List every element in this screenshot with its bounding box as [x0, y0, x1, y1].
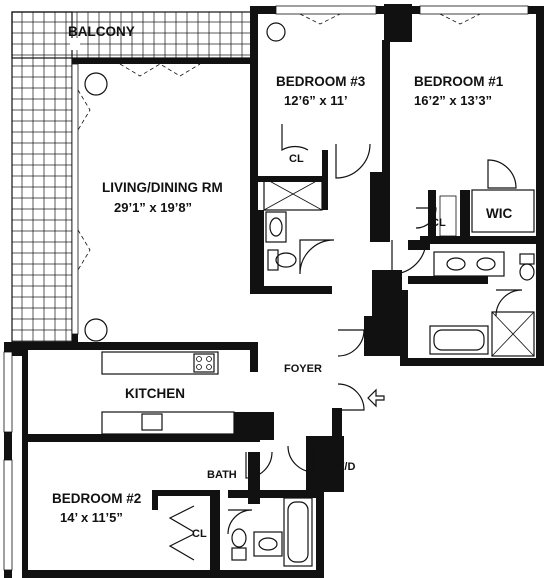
balcony [11, 11, 255, 343]
closet-bedroom-2-label: CL [192, 528, 207, 540]
bedroom-3-label: BEDROOM #3 [276, 74, 366, 89]
foyer-label: FOYER [284, 363, 322, 375]
balcony-label: BALCONY [68, 24, 135, 39]
bedroom-1-dimensions: 16’2” x 13’3” [414, 93, 492, 108]
closet-foyer-label: CL [366, 337, 381, 349]
bedroom-1-label: BEDROOM #1 [414, 74, 504, 89]
closet-bedroom-1-label: CL [431, 217, 446, 229]
washer-dryer-label: W/D [334, 461, 355, 473]
windows [3, 5, 529, 571]
wic-label: WIC [486, 206, 512, 221]
living-dining-dimensions: 29’1” x 19’8” [114, 200, 192, 215]
room-labels: BEDROOM #3 12’6” x 11’ BEDROOM #1 16’2” … [52, 74, 512, 540]
kitchen-label: KITCHEN [125, 386, 185, 401]
interior-walls [28, 40, 536, 578]
fixtures [77, 13, 535, 567]
bedroom-2-dimensions: 14’ x 11’5” [60, 510, 123, 525]
bath-label: BATH [207, 469, 237, 481]
bedroom-2-label: BEDROOM #2 [52, 491, 141, 506]
bedroom-3-dimensions: 12’6” x 11’ [284, 93, 348, 108]
closet-bedroom-3-label: CL [289, 153, 304, 165]
doors [168, 124, 523, 561]
living-dining-label: LIVING/DINING RM [102, 180, 223, 195]
